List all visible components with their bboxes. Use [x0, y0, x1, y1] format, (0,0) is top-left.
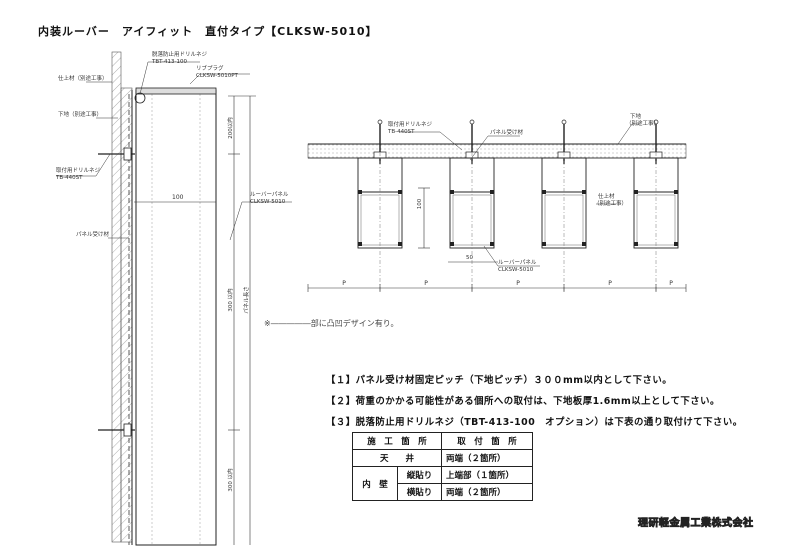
pitch-label: P — [608, 280, 612, 287]
ceiling-louver-panel — [541, 119, 587, 292]
plan-label-panel-code: CLKSW-5010 — [498, 267, 534, 273]
table-header-fixing: 取 付 箇 所 — [441, 432, 533, 450]
dim-width: 100 — [172, 194, 184, 201]
label-panel: ルーバーパネル — [250, 191, 289, 198]
table-cell-wall: 内 壁 — [352, 466, 398, 501]
label-fix-screw: 取付用ドリルネジ — [56, 166, 101, 174]
label-cap-code: CLKSW-5010PT — [196, 73, 239, 79]
plan-dim-width: 50 — [466, 255, 473, 261]
plan-dim-depth: 100 — [417, 198, 423, 209]
fixing-table: 施 工 箇 所 取 付 箇 所 天 井 両端（２箇所） 内 壁 縦貼り 上端部（… — [352, 432, 533, 501]
table-header-location: 施 工 箇 所 — [352, 432, 442, 450]
drawing-title: 内装ルーバー アイフィット 直付タイプ【CLKSW-5010】 — [38, 25, 378, 38]
label-retainer-screw-code: TBT-413-100 — [151, 59, 187, 65]
table-cell-horizontal-value: 両端（２箇所） — [441, 483, 533, 501]
pitch-label: P — [424, 280, 428, 287]
plan-label-finish-note: （別途工事） — [594, 199, 627, 207]
pitch-label: P — [342, 280, 346, 287]
label-ceiling-finish: 仕上材（別途工事） — [58, 74, 108, 82]
table-cell-vertical: 縦貼り — [397, 466, 442, 484]
company-logo-text: 理研軽金属工業株式会社 — [638, 518, 754, 530]
ceiling-louver-panel — [357, 119, 403, 292]
dim-top: 200以内 — [226, 117, 234, 139]
fix-screw-upper — [98, 147, 135, 161]
plan-label-receiver: パネル受け材 — [490, 128, 524, 136]
dim-mid: 300 以内 — [226, 288, 234, 311]
note-1: 【１】パネル受け材固定ピッチ（下地ピッチ）３００mm以内として下さい。 — [326, 375, 673, 386]
plan-label-fix-screw: 取付用ドリルネジ — [388, 120, 433, 128]
label-cap: リブプラグ — [196, 64, 224, 72]
table-cell-ceiling: 天 井 — [352, 449, 442, 467]
plan-label-substrate: 下地 — [630, 112, 642, 120]
plan-label-fix-screw-code: TB-440ST — [387, 129, 415, 135]
design-marker-note: ※―――――部に凸凹デザイン有り。 — [264, 319, 399, 328]
dim-bottom: 300 以内 — [226, 468, 234, 491]
label-fix-screw-code: TB-440ST — [55, 175, 83, 181]
note-3: 【３】脱落防止用ドリルネジ（TBT-413-100 オプション）は下表の通り取付… — [326, 417, 743, 428]
notes: 【１】パネル受け材固定ピッチ（下地ピッチ）３００mm以内として下さい。 【２】荷… — [326, 370, 743, 433]
pitch-label: P — [669, 280, 673, 287]
fix-screw-lower — [98, 423, 135, 437]
pitch-label: P — [516, 280, 520, 287]
label-substrate: 下地（別途工事） — [58, 110, 102, 118]
table-cell-horizontal: 横貼り — [397, 483, 442, 501]
cap-plug — [135, 87, 217, 95]
plan-label-finish: 仕上材 — [598, 192, 615, 200]
label-retainer-screw: 脱落防止用ドリルネジ — [152, 50, 208, 58]
table-cell-ceiling-value: 両端（２箇所） — [441, 449, 533, 467]
table-cell-vertical-value: 上端部（１箇所） — [441, 466, 533, 484]
plan-label-substrate-note: （別途工事） — [626, 119, 659, 127]
ceiling-slab — [307, 143, 687, 159]
note-2: 【２】荷重のかかる可能性がある個所への取付は、下地板厚1.6mm以上として下さい… — [326, 396, 720, 407]
ceiling-louver-panel — [449, 119, 495, 292]
dim-total: パネル長さ — [243, 286, 250, 314]
plan-label-panel: ルーバーパネル — [498, 259, 537, 266]
label-receiver: パネル受け材 — [76, 230, 110, 238]
ceiling-louver-panel — [633, 119, 679, 292]
label-panel-code: CLKSW-5010 — [250, 199, 286, 205]
